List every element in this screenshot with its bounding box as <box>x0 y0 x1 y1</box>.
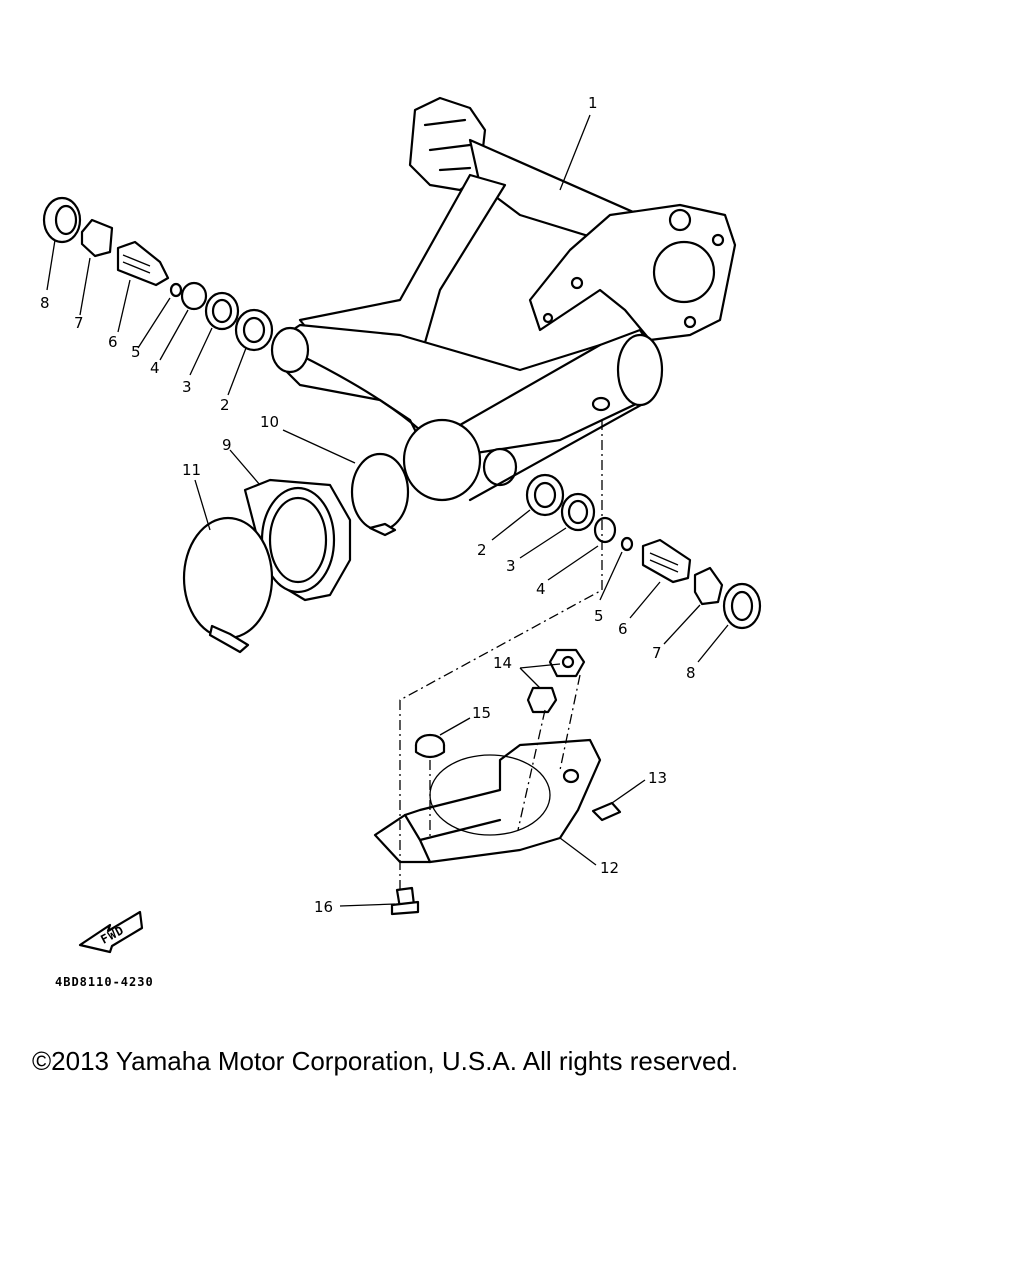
assembly-guidelines <box>399 420 603 890</box>
swingarm <box>270 96 737 502</box>
leader-lines <box>46 114 729 907</box>
callout-3: 3 <box>182 378 192 396</box>
callout-13: 13 <box>648 769 667 787</box>
callout-2: 2 <box>220 396 230 414</box>
callout-4: 4 <box>536 580 546 598</box>
swingarm-parts-diagram: FWD 1 2 2 3 3 4 4 5 5 6 6 7 7 8 8 9 10 1… <box>40 94 762 989</box>
callout-16: 16 <box>314 898 333 916</box>
callout-12: 12 <box>600 859 619 877</box>
callout-3: 3 <box>506 557 516 575</box>
callout-11: 11 <box>182 461 201 479</box>
callout-labels: 1 2 2 3 3 4 4 5 5 6 6 7 7 8 8 9 10 11 12… <box>40 94 696 916</box>
right-pivot-parts <box>525 473 762 630</box>
callout-4: 4 <box>150 359 160 377</box>
left-pivot-parts <box>42 196 274 352</box>
copyright-notice: ©2013 Yamaha Motor Corporation, U.S.A. A… <box>32 1046 739 1076</box>
callout-14: 14 <box>493 654 512 672</box>
callout-8: 8 <box>40 294 50 312</box>
callout-6: 6 <box>108 333 118 351</box>
callout-8: 8 <box>686 664 696 682</box>
callout-9: 9 <box>222 436 232 454</box>
callout-1: 1 <box>588 94 598 112</box>
callout-7: 7 <box>652 644 662 662</box>
cover-assembly <box>373 648 622 916</box>
part-code: 4BD8110-4230 <box>55 975 154 989</box>
callout-10: 10 <box>260 413 279 431</box>
callout-7: 7 <box>74 314 84 332</box>
callout-15: 15 <box>472 704 491 722</box>
callout-5: 5 <box>131 343 141 361</box>
callout-5: 5 <box>594 607 604 625</box>
callout-6: 6 <box>618 620 628 638</box>
fwd-arrow-icon: FWD <box>78 910 144 954</box>
boot-and-bands <box>182 452 410 654</box>
callout-2: 2 <box>477 541 487 559</box>
